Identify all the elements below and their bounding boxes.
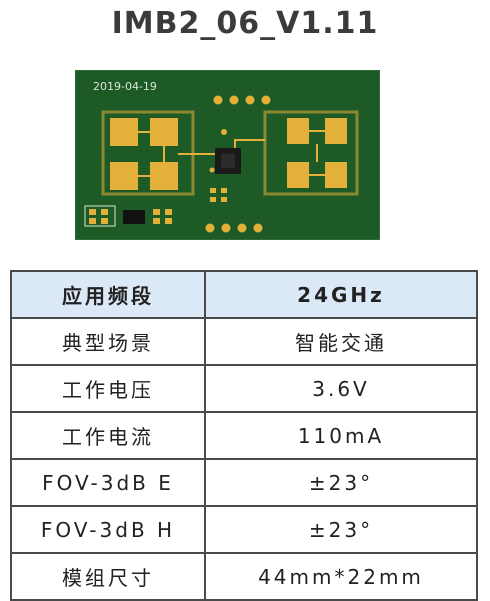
smd-component [210, 197, 216, 202]
right-antenna-patch [325, 118, 347, 144]
spec-table-header-row: 应用频段 24GHz [10, 270, 478, 319]
left-antenna-patch [150, 118, 178, 146]
right-feed-lines [234, 130, 325, 176]
spec-value-cell: ±23° [204, 505, 478, 554]
spec-key-cell: 工作电压 [10, 364, 206, 413]
page-title: IMB2_06_V1.11 [111, 6, 379, 41]
table-row: FOV-3dB E ±23° [10, 458, 478, 507]
spec-key-cell: 模组尺寸 [10, 552, 206, 601]
spec-key-cell: FOV-3dB E [10, 458, 206, 507]
table-row: 典型场景 智能交通 [10, 317, 478, 366]
radar-module-board-image: 2019-04-19 [75, 70, 380, 240]
smd-component [89, 218, 96, 224]
spec-value-cell: 智能交通 [204, 317, 478, 366]
header-pad [213, 95, 223, 105]
spec-value-cell: 3.6V [204, 364, 478, 413]
sot-component [123, 210, 145, 224]
right-antenna-patch [287, 118, 309, 144]
connector-pad [237, 223, 247, 233]
table-row: 工作电流 110mA [10, 411, 478, 460]
table-row: 工作电压 3.6V [10, 364, 478, 413]
left-antenna-patch [150, 162, 178, 190]
header-key-cell: 应用频段 [10, 270, 206, 319]
right-antenna-patch [325, 162, 347, 188]
radar-chip-die [221, 154, 235, 168]
spec-value-cell: 110mA [204, 411, 478, 460]
smd-component [101, 218, 108, 224]
smd-component [153, 218, 160, 224]
connector-pad [221, 223, 231, 233]
smd-component [221, 188, 227, 193]
left-antenna-patch [110, 162, 138, 190]
spec-value-cell: 44mm*22mm [204, 552, 478, 601]
date-silkscreen: 2019-04-19 [93, 80, 157, 93]
spec-key-cell: 典型场景 [10, 317, 206, 366]
smd-component [101, 209, 108, 215]
via-pad [209, 167, 215, 173]
header-value-cell: 24GHz [204, 270, 478, 319]
right-antenna-frame [263, 110, 359, 196]
via-pad [221, 129, 227, 135]
spec-table: 应用频段 24GHz 典型场景 智能交通 工作电压 3.6V 工作电流 110m… [10, 270, 478, 601]
smd-component [210, 188, 216, 193]
left-feed-lines [138, 131, 215, 177]
connector-pad [205, 223, 215, 233]
spec-key-cell: FOV-3dB H [10, 505, 206, 554]
connector-pad [253, 223, 263, 233]
smd-component [153, 209, 160, 215]
header-pad [261, 95, 271, 105]
table-row: FOV-3dB H ±23° [10, 505, 478, 554]
right-antenna-patch [287, 162, 309, 188]
table-row: 模组尺寸 44mm*22mm [10, 552, 478, 601]
silkscreen-outline [84, 205, 116, 227]
smd-component [165, 209, 172, 215]
header-pad [245, 95, 255, 105]
spec-value-cell: ±23° [204, 458, 478, 507]
header-pad [229, 95, 239, 105]
left-antenna-patch [110, 118, 138, 146]
spec-key-cell: 工作电流 [10, 411, 206, 460]
pcb-illustration: 2019-04-19 [75, 70, 380, 240]
smd-component [221, 197, 227, 202]
smd-component [165, 218, 172, 224]
smd-component [89, 209, 96, 215]
